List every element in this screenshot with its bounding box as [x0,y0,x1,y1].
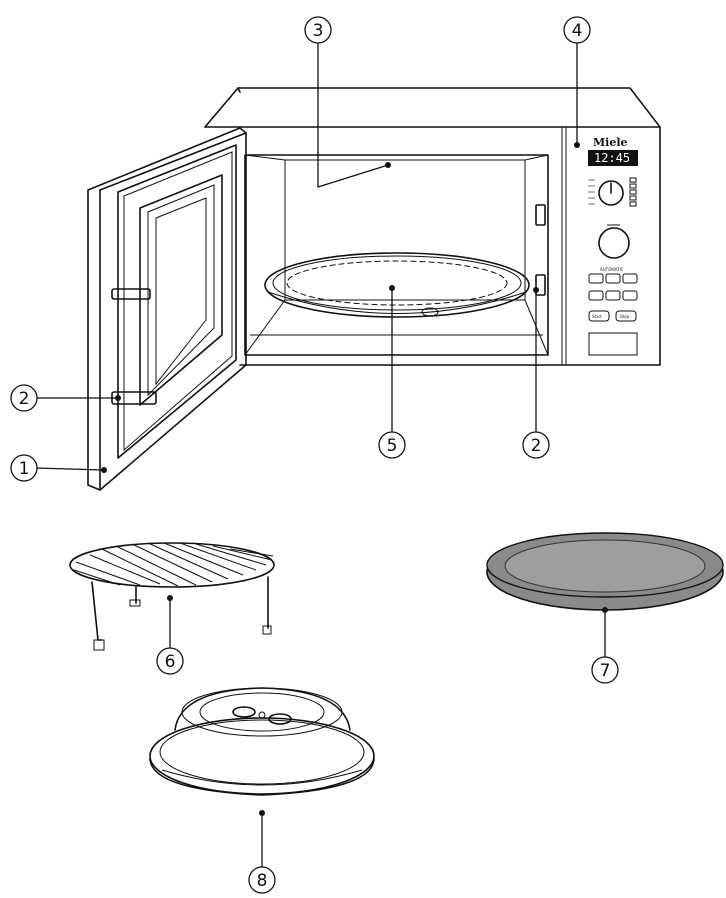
svg-text:8: 8 [257,871,268,891]
display-time: 12:45 [594,151,630,165]
svg-text:6: 6 [165,652,176,672]
function-button-1 [588,290,604,301]
function-button-3 [622,290,638,301]
function-button-2 [605,290,621,301]
callout-7: 7 [591,607,619,684]
svg-text:2: 2 [19,389,30,409]
door-release-button [588,332,638,356]
callout-4: 4 [563,16,591,148]
svg-text:1: 1 [19,459,30,479]
control-panel: Miele 12:45 AUTOMATIC Start [588,136,638,356]
callout-8: 8 [248,810,276,894]
svg-text:7: 7 [600,661,611,681]
power-knob [598,180,624,206]
automatic-label: AUTOMATIC [600,267,624,272]
display [588,150,638,166]
callout-5: 5 [378,285,406,459]
stop-button [615,310,637,322]
auto-button-3 [622,273,638,284]
auto-button-2 [605,273,621,284]
microwave-body [204,87,661,366]
auto-button-1 [588,273,604,284]
timer-knob [598,227,630,259]
start-button [588,310,610,322]
rack [69,542,275,651]
brand-logo: Miele [593,136,628,149]
microwave-door [87,127,247,491]
svg-text:5: 5 [387,436,398,456]
cover [149,687,375,796]
svg-text:2: 2 [531,436,542,456]
stop-label: Stop [620,314,630,319]
callout-3: 3 [304,16,391,188]
callout-6: 6 [156,595,184,675]
callout-1: 1 [10,454,107,482]
svg-text:3: 3 [313,21,324,41]
callout-2-right: 2 [522,287,550,459]
svg-text:4: 4 [572,21,583,41]
crisp-pan [486,532,724,611]
start-label: Start [592,314,602,319]
callout-2-left: 2 [10,384,121,412]
turntable [264,252,530,318]
